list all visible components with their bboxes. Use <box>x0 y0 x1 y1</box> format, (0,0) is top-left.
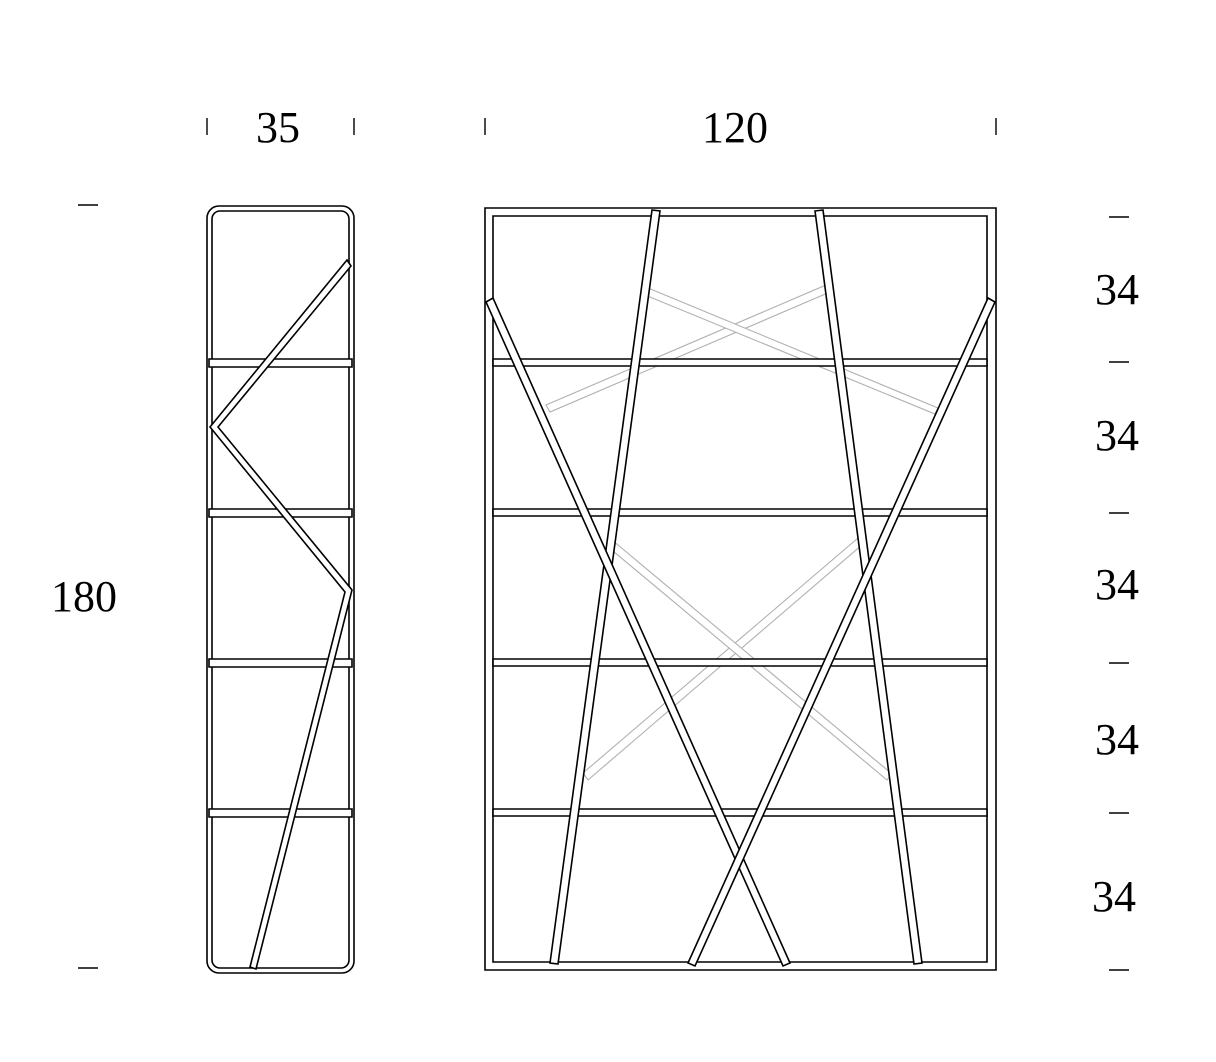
front-shelf-2 <box>493 509 987 516</box>
dimension-ticks <box>78 118 1129 970</box>
front-rod-left-vertical <box>550 210 660 964</box>
side-shelf-4 <box>209 809 352 817</box>
side-shelf-1 <box>209 359 352 367</box>
front-shelves <box>493 359 987 816</box>
side-shelves <box>209 359 352 817</box>
height-dimension-label: 180 <box>51 572 117 621</box>
side-frame-outer <box>207 206 354 973</box>
front-shelf-4 <box>493 809 987 816</box>
shelf-spacing-label-3: 34 <box>1095 560 1139 609</box>
depth-dimension-label: 35 <box>256 103 300 152</box>
shelf-spacing-label-5: 34 <box>1092 872 1136 921</box>
front-shelf-1 <box>493 359 987 366</box>
front-frame-inner <box>493 216 987 962</box>
shelf-spacing-label-4: 34 <box>1095 715 1139 764</box>
side-view <box>207 206 354 973</box>
front-frame-outer <box>485 208 996 970</box>
front-rod-long-diagonal <box>486 298 790 966</box>
width-dimension-label: 120 <box>702 103 768 152</box>
front-rods <box>486 210 995 966</box>
shelf-spacing-label-2: 34 <box>1095 411 1139 460</box>
side-zigzag-rod <box>210 260 352 969</box>
front-shelf-3 <box>493 659 987 666</box>
shelf-spacing-label-1: 34 <box>1095 265 1139 314</box>
front-rod-right-diagonal <box>688 298 995 966</box>
side-shelf-3 <box>209 659 352 667</box>
front-rod-right-vertical <box>815 210 922 964</box>
front-view <box>485 208 996 970</box>
